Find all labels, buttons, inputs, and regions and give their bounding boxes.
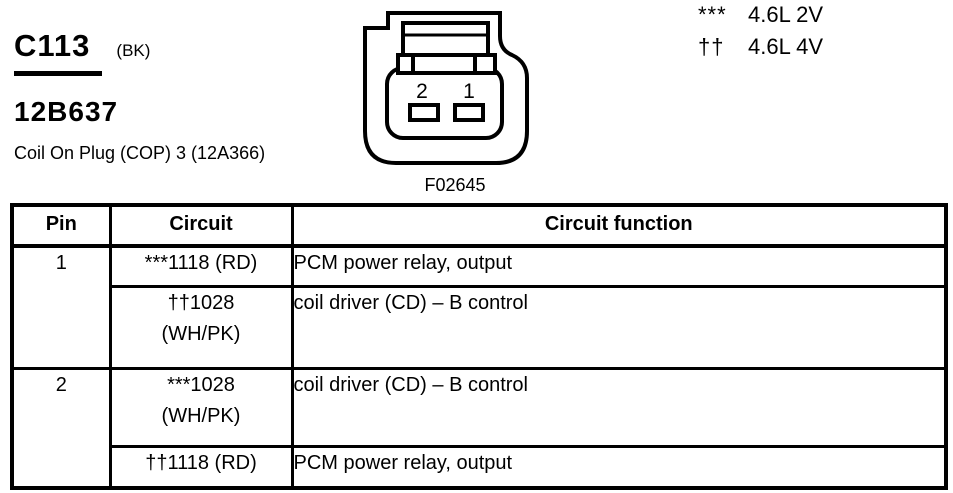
circuit-cell: ††1118 (RD) xyxy=(108,444,294,490)
figure-id: F02645 xyxy=(424,175,486,195)
pin-2-label: 2 xyxy=(416,80,428,103)
circuit-function-cell: PCM power relay, output xyxy=(290,244,948,288)
connector-latch-band xyxy=(396,53,497,75)
pin-number-cell: 1 xyxy=(10,244,112,370)
connector-color-code: (BK) xyxy=(116,41,151,60)
connector-id-line: C113 (BK) xyxy=(14,28,265,76)
connector-id-block: C113 (BK) 12B637 Coil On Plug (COP) 3 (1… xyxy=(14,28,265,164)
col-header-circuit-function: Circuit function xyxy=(290,203,948,248)
engine-legend: *** 4.6L 2V †† 4.6L 4V xyxy=(698,2,823,66)
legend-row: †† 4.6L 4V xyxy=(698,34,823,66)
connector-id: C113 xyxy=(14,28,103,76)
pin-1-label: 1 xyxy=(463,80,475,103)
connector-face-drawing: 2 1 xyxy=(363,11,529,165)
legend-row: *** 4.6L 2V xyxy=(698,2,823,34)
circuit-function-cell: coil driver (CD) – B control xyxy=(290,366,948,448)
pin-number-cell: 2 xyxy=(10,366,112,490)
part-number: 12B637 xyxy=(14,96,119,127)
connector-latch xyxy=(401,21,490,57)
circuit-cell: ***1118 (RD) xyxy=(108,244,294,288)
table-row: ††1028 (WH/PK) coil driver (CD) – B cont… xyxy=(12,284,948,370)
connector-description: Coil On Plug (COP) 3 (12A366) xyxy=(14,143,266,163)
circuit-value: ††1118 (RD) xyxy=(145,451,257,474)
circuit-cell: ††1028 (WH/PK) xyxy=(108,284,294,370)
pin-2-cavity xyxy=(408,103,440,122)
connector-diagram: 2 1 F02645 xyxy=(350,0,560,196)
pin-1-cavity xyxy=(453,103,485,122)
col-header-pin: Pin xyxy=(10,203,112,248)
table-row: 1 ***1118 (RD) PCM power relay, output xyxy=(10,244,948,370)
table-row: 2 ***1028 (WH/PK) coil driver (CD) – B c… xyxy=(10,366,948,490)
table-row: ††1118 (RD) PCM power relay, output xyxy=(12,444,948,490)
col-header-circuit: Circuit xyxy=(108,203,294,248)
circuit-function-cell: PCM power relay, output xyxy=(290,444,948,490)
pinout-table: Pin Circuit Circuit function 1 ***1118 (… xyxy=(10,203,948,490)
circuit-value: ***1118 (RD) xyxy=(144,252,258,274)
circuit-color-value: (WH/PK) xyxy=(161,404,241,427)
circuit-cell: ***1028 (WH/PK) xyxy=(108,366,294,448)
legend-asterisk-symbol: *** xyxy=(698,2,727,27)
table-header-row: Pin Circuit Circuit function xyxy=(10,203,948,248)
legend-engine-label: 4.6L 2V xyxy=(748,2,824,27)
circuit-value: ††1028 xyxy=(167,291,235,314)
circuit-function-cell: coil driver (CD) – B control xyxy=(290,284,948,370)
legend-dagger-symbol: †† xyxy=(698,34,725,59)
circuit-color-value: (WH/PK) xyxy=(161,322,241,345)
legend-engine-label: 4.6L 4V xyxy=(748,34,824,59)
circuit-value: ***1028 xyxy=(167,373,235,396)
